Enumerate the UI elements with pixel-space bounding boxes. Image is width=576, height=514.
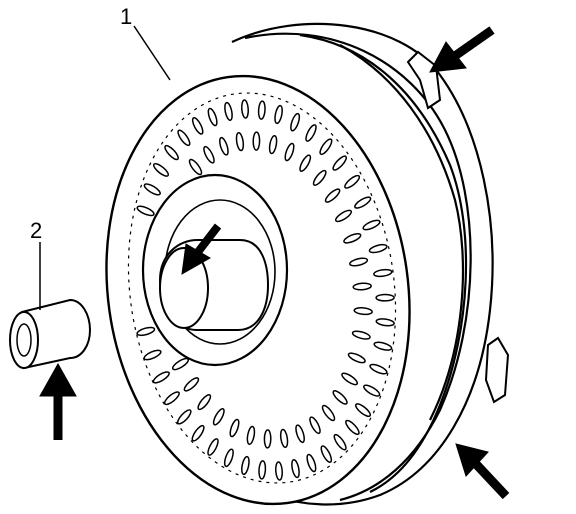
vent-slot <box>341 372 359 386</box>
vent-slot <box>191 117 204 135</box>
vent-slot <box>257 100 266 120</box>
vent-slot <box>274 461 284 481</box>
vent-slot <box>290 112 301 132</box>
callout-leaders <box>39 25 171 310</box>
vent-slot <box>368 243 388 254</box>
vent-slot <box>152 371 170 384</box>
mounting-lugs <box>406 50 510 404</box>
vent-slot <box>321 404 336 422</box>
vent-slot <box>324 188 341 203</box>
vent-slot <box>284 142 295 162</box>
pilot-end-face <box>159 247 209 329</box>
front-face-inner-rim <box>127 92 397 484</box>
arrow-top-lug <box>429 26 495 73</box>
vent-slot <box>183 377 200 392</box>
converter-shell <box>231 22 494 506</box>
bushing <box>9 298 92 370</box>
vent-slot <box>176 409 192 425</box>
vent-slot <box>279 428 289 449</box>
vent-slot <box>164 144 179 161</box>
vent-slot <box>334 209 353 223</box>
mounting-lug-right <box>484 336 510 404</box>
vent-slot <box>268 134 278 155</box>
vent-slot <box>369 363 388 375</box>
vent-slot <box>363 384 381 397</box>
converter-hub <box>141 173 289 367</box>
vent-slot <box>258 460 267 480</box>
vent-slot <box>223 448 234 468</box>
arrow-bushing <box>39 362 77 440</box>
arrow-bottom-lug <box>455 443 510 500</box>
vent-slot <box>306 453 317 473</box>
vent-slot <box>344 174 361 189</box>
vent-slot <box>320 445 333 463</box>
vent-slot <box>375 293 395 302</box>
side-ring-2 <box>299 33 468 493</box>
callout-1: 1 <box>120 4 132 29</box>
vent-slot <box>197 394 212 411</box>
vent-slot <box>191 424 205 442</box>
leader-1 <box>133 25 171 81</box>
arrow-hub <box>181 223 222 275</box>
vent-slot <box>152 162 170 177</box>
vent-slot <box>263 429 272 449</box>
vent-slot <box>332 155 348 171</box>
vent-slot <box>375 318 395 327</box>
vent-slot <box>163 391 180 406</box>
vent-slot <box>177 129 191 147</box>
vent-slot <box>309 416 321 435</box>
vent-slot <box>347 352 366 364</box>
vent-slot <box>235 131 245 152</box>
vent-slot <box>136 205 155 217</box>
vent-slot <box>373 341 393 351</box>
vent-slot <box>143 349 162 361</box>
vent-slot <box>246 425 256 446</box>
vent-slot <box>345 419 360 436</box>
vent-slot <box>291 459 300 479</box>
vent-slot <box>349 257 369 267</box>
vent-slot <box>252 131 261 151</box>
side-ring-3 <box>339 44 465 421</box>
bushing-end-inner <box>16 323 32 357</box>
vent-slot <box>354 196 372 209</box>
vent-slot <box>373 268 393 278</box>
vent-slot <box>143 183 161 196</box>
vent-slot <box>305 124 317 142</box>
indicator-arrows <box>39 26 510 500</box>
side-ring-1 <box>244 32 472 502</box>
vent-slot <box>299 154 312 172</box>
vent-slot <box>343 232 362 244</box>
vent-slot <box>274 104 283 125</box>
vent-slot <box>207 438 219 456</box>
vent-slot <box>203 145 215 164</box>
vent-slot <box>332 390 348 405</box>
bushing-body <box>20 298 92 370</box>
vent-slots <box>136 99 395 481</box>
vent-slot <box>362 219 381 231</box>
vent-slot <box>240 99 250 119</box>
vent-slot <box>219 136 229 156</box>
vent-slot <box>312 169 327 186</box>
callout-2: 2 <box>30 218 42 243</box>
vent-slot <box>136 326 156 337</box>
vent-slot <box>224 101 233 121</box>
vent-slot <box>351 330 371 340</box>
vent-slot <box>353 307 373 316</box>
vent-slot <box>207 107 218 127</box>
vent-slot <box>241 455 250 476</box>
vent-slot <box>319 138 333 156</box>
vent-slot <box>352 282 372 291</box>
vent-slot <box>229 418 240 438</box>
vent-slot <box>188 158 203 176</box>
mounting-lug-top <box>406 50 442 110</box>
vent-slot <box>295 424 305 444</box>
vent-slot <box>212 408 225 426</box>
vent-slot <box>354 403 372 418</box>
shell-outline <box>231 22 494 506</box>
vent-slot <box>333 433 347 451</box>
